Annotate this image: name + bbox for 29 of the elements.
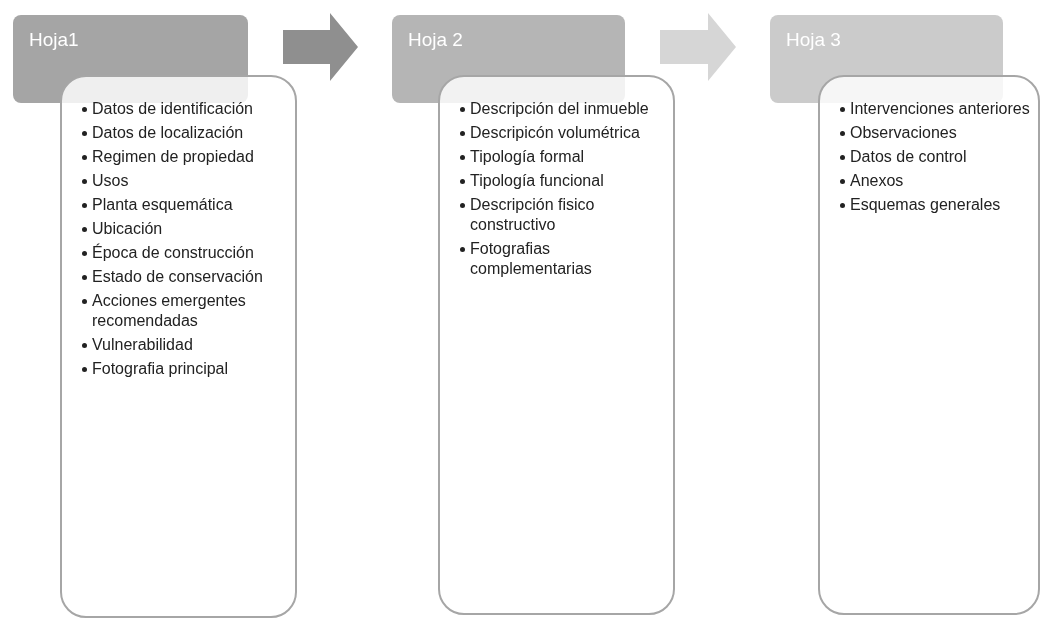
list-item: Estado de conservación	[92, 267, 263, 287]
list-item: Vulnerabilidad	[92, 335, 193, 355]
list-item: Época de construcción	[92, 243, 254, 263]
list-item: Observaciones	[850, 123, 957, 143]
list-item: Descripción del inmueble	[470, 99, 649, 119]
list-item: Fotografias complementarias	[470, 239, 593, 279]
list-item: Datos de identificación	[92, 99, 253, 119]
list-item: Anexos	[850, 171, 904, 191]
block-arrow	[660, 13, 736, 81]
sheet-title: Hoja 2	[408, 29, 463, 51]
list-item: Descripicón volumétrica	[470, 123, 640, 143]
list-item: Descripción fisico constructivo	[470, 195, 596, 235]
list-item: Tipología formal	[470, 147, 585, 167]
sheet-title: Hoja1	[29, 29, 79, 51]
list-item: Intervenciones anteriores	[850, 99, 1030, 119]
list-item: Tipología funcional	[470, 171, 604, 191]
list-item: Usos	[92, 171, 129, 191]
block-arrow	[283, 13, 358, 81]
list-item: Esquemas generales	[850, 195, 1001, 215]
content-card	[438, 75, 675, 615]
list-item: Planta esquemática	[92, 195, 233, 215]
content-card	[818, 75, 1040, 615]
list-item: Fotografia principal	[92, 359, 229, 379]
list-item: Acciones emergentes recomendadas	[92, 291, 247, 331]
list-item: Datos de localización	[92, 123, 244, 143]
list-item: Regimen de propiedad	[92, 147, 254, 167]
list-item: Ubicación	[92, 219, 163, 239]
list-item: Datos de control	[850, 147, 967, 167]
content-card	[60, 75, 297, 618]
